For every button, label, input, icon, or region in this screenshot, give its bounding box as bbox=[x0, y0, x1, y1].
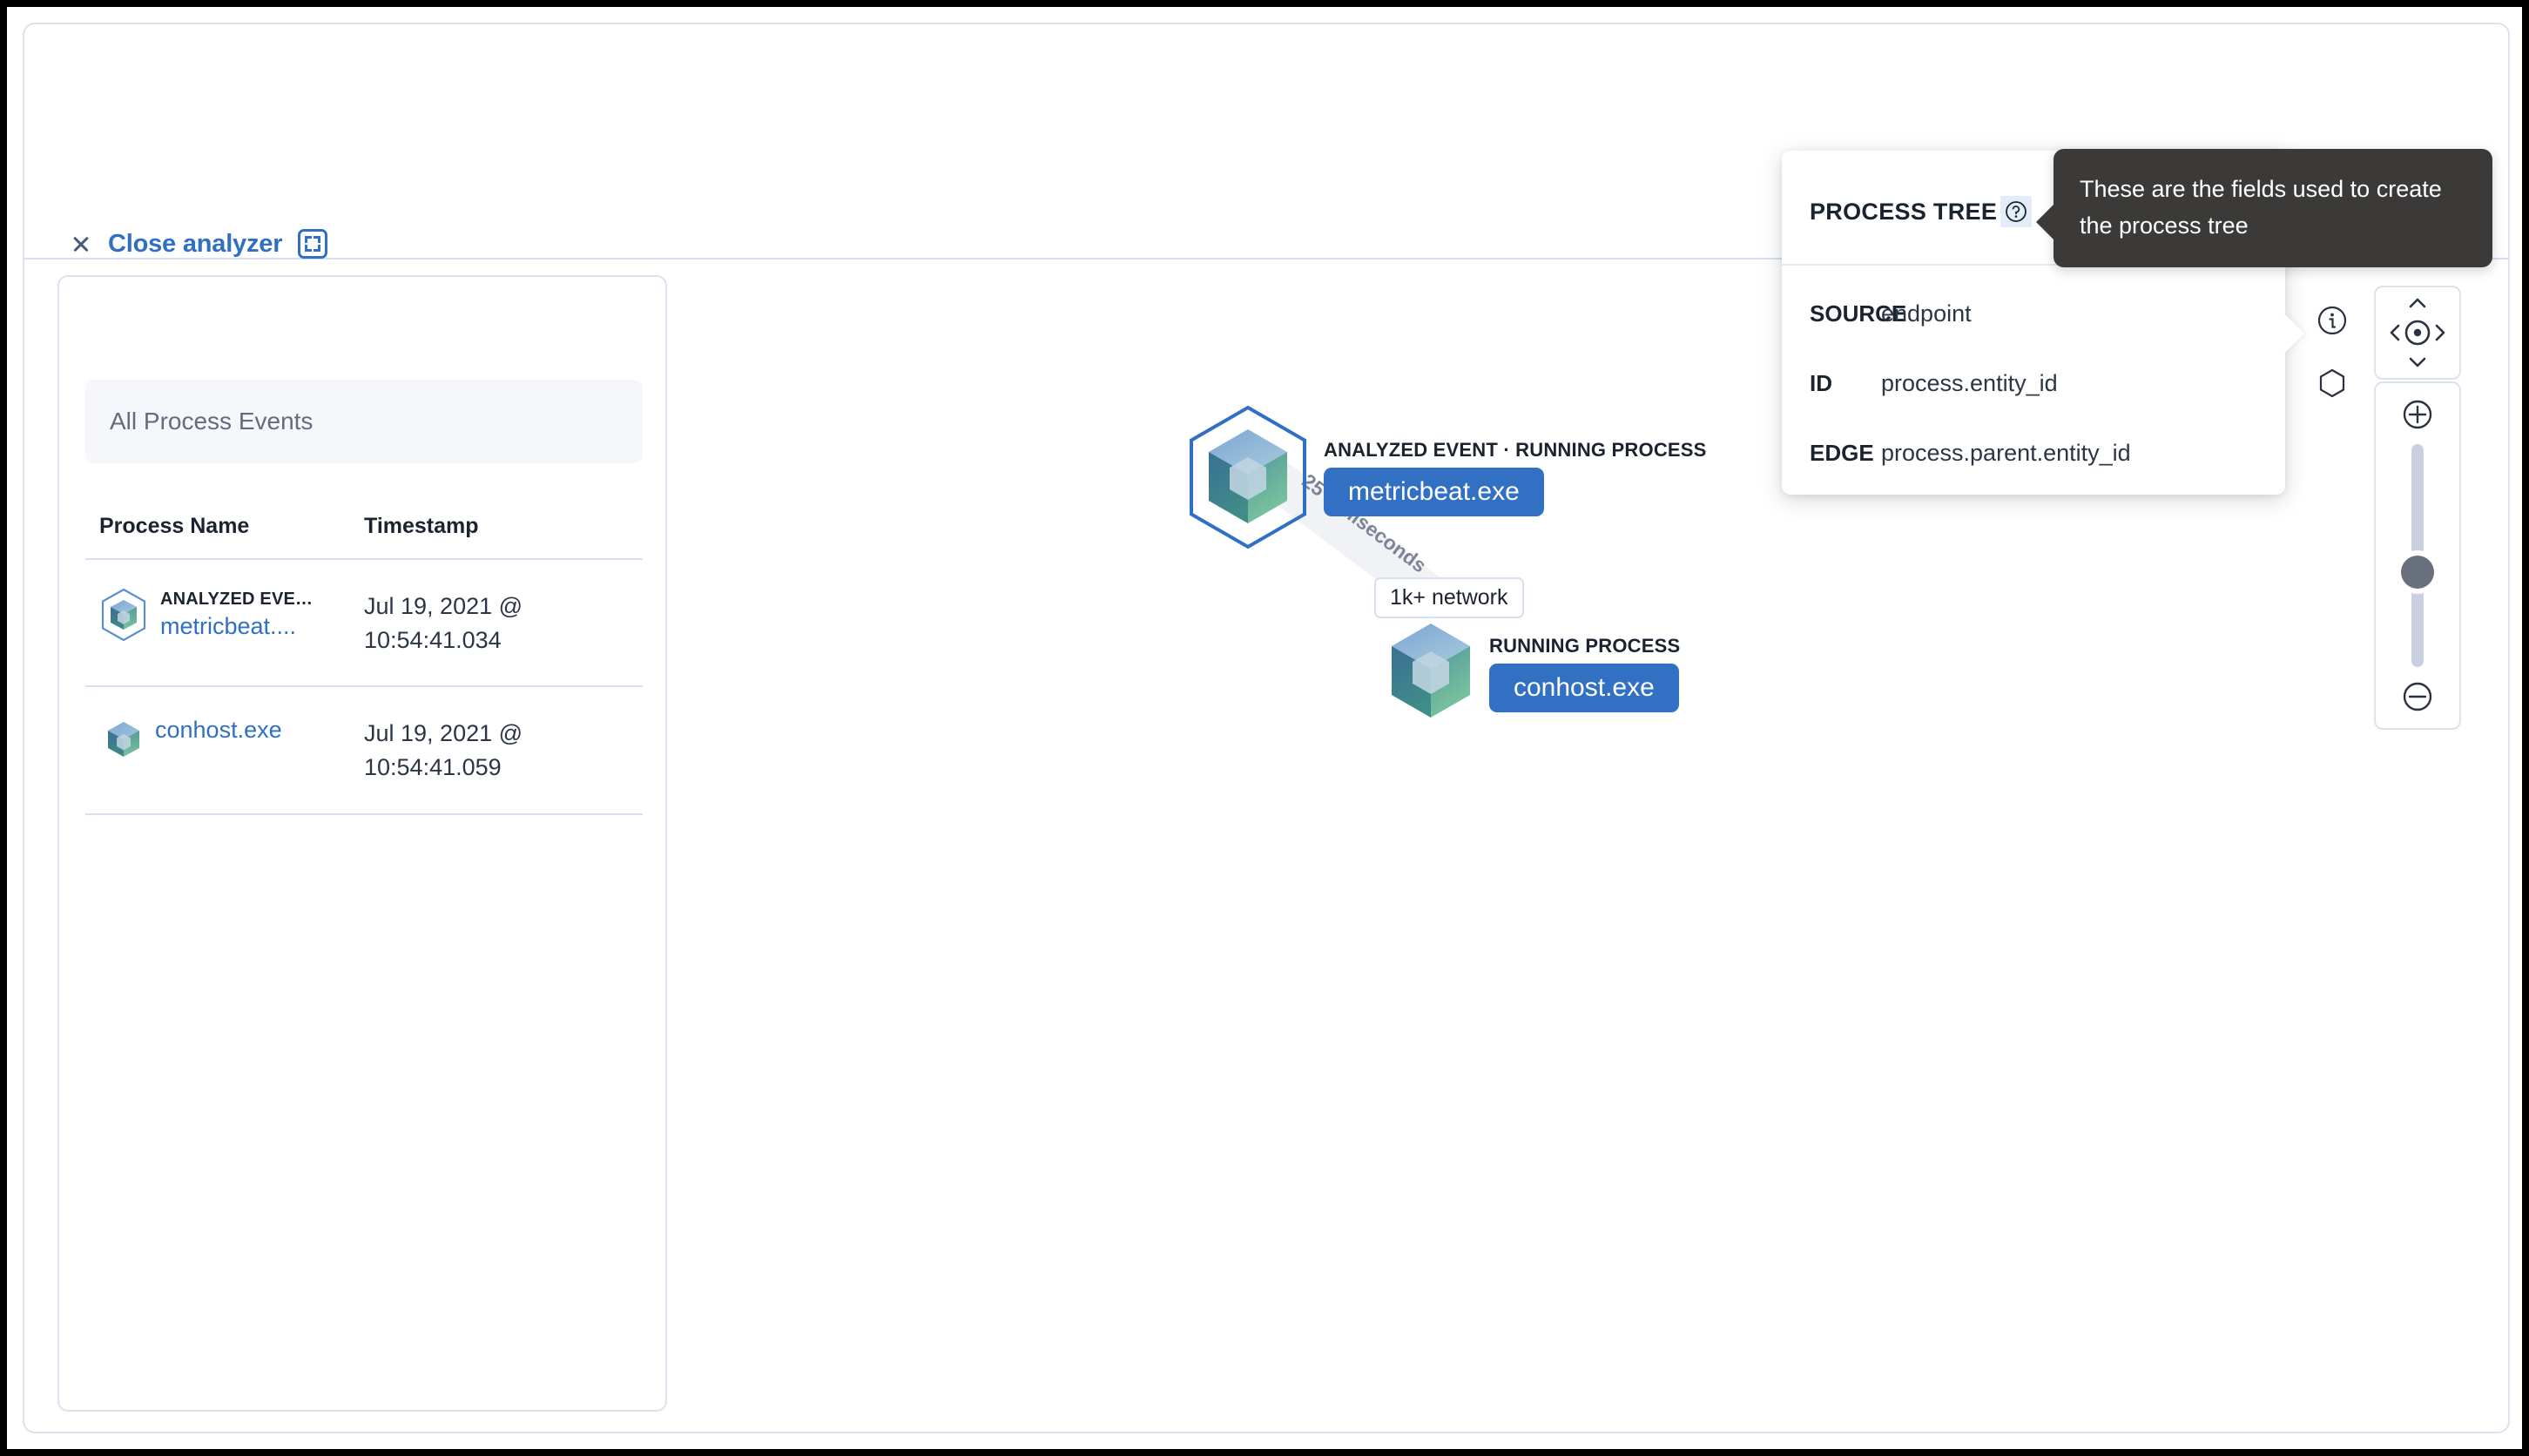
minus-circle-icon[interactable] bbox=[2397, 676, 2438, 718]
popover-field-key: SOURCE bbox=[1810, 300, 1907, 327]
node-kind-label: ANALYZED EVENT · RUNNING PROCESS bbox=[1324, 438, 1707, 461]
page-surface: Close analyzer All Process Events Proces… bbox=[7, 7, 2522, 1449]
close-x-icon[interactable] bbox=[70, 233, 92, 255]
popover-field-row: EDGE process.parent.entity_id bbox=[1810, 440, 2131, 467]
popover-field-row: ID process.entity_id bbox=[1810, 370, 2058, 397]
cell-process-name: conhost.exe bbox=[85, 715, 364, 760]
zoom-control[interactable] bbox=[2374, 381, 2461, 730]
zoom-slider-track[interactable] bbox=[2401, 444, 2434, 667]
process-name-block: conhost.exe bbox=[155, 715, 282, 744]
cell-timestamp: Jul 19, 2021 @ 10:54:41.034 bbox=[364, 593, 523, 654]
popover-field-value: process.entity_id bbox=[1881, 370, 2058, 396]
process-cube-icon bbox=[99, 715, 143, 760]
node-labels: ANALYZED EVENT · RUNNING PROCESS metricb… bbox=[1324, 439, 1707, 516]
process-events-table: Process Name Timestamp bbox=[85, 514, 643, 815]
close-analyzer-button[interactable]: Close analyzer bbox=[108, 229, 283, 258]
chevron-right-icon bbox=[2435, 324, 2445, 341]
filter-placeholder: All Process Events bbox=[110, 408, 314, 435]
popover-field-value: process.parent.entity_id bbox=[1881, 440, 2131, 466]
node-name-pill[interactable]: metricbeat.exe bbox=[1324, 467, 1544, 516]
process-tree-canvas[interactable]: 25 milliseconds bbox=[669, 268, 2506, 1416]
node-cube-icon bbox=[1383, 617, 1479, 730]
header-divider bbox=[24, 258, 2508, 260]
process-name-link[interactable]: conhost.exe bbox=[155, 717, 282, 744]
chevron-up-icon bbox=[2409, 298, 2426, 308]
node-kind-label: RUNNING PROCESS bbox=[1489, 634, 1681, 657]
process-events-filter[interactable]: All Process Events bbox=[85, 380, 643, 463]
question-mark-circle-icon[interactable] bbox=[2000, 196, 2033, 227]
graph-node-conhost[interactable]: RUNNING PROCESS conhost.exe bbox=[1383, 617, 1680, 730]
expand-fullscreen-icon[interactable] bbox=[298, 229, 328, 259]
cell-timestamp: Jul 19, 2021 @ 10:54:41.059 bbox=[364, 720, 523, 781]
column-header-timestamp: Timestamp bbox=[364, 514, 479, 538]
popover-field-key: EDGE bbox=[1810, 440, 1874, 466]
table-divider bbox=[85, 812, 643, 815]
info-circle-icon[interactable] bbox=[2315, 303, 2350, 338]
canvas-side-icons bbox=[2315, 303, 2350, 401]
popover-title: PROCESS TREE bbox=[1810, 198, 1998, 225]
column-header-process-name: Process Name bbox=[99, 514, 250, 538]
process-name-link[interactable]: metricbeat.... bbox=[160, 613, 297, 639]
table-divider bbox=[85, 685, 643, 688]
process-cube-hexagon-icon bbox=[99, 588, 148, 642]
pan-control[interactable] bbox=[2374, 286, 2461, 380]
analyzed-event-badge: ANALYZED EVE… bbox=[160, 590, 314, 609]
center-target-icon bbox=[2413, 328, 2422, 337]
graph-node-metricbeat[interactable]: ANALYZED EVENT · RUNNING PROCESS metricb… bbox=[1183, 403, 1707, 618]
cell-process-name: ANALYZED EVE… metricbeat.... bbox=[85, 588, 364, 642]
popover-field-value: endpoint bbox=[1881, 300, 1972, 327]
table-row[interactable]: ANALYZED EVE… metricbeat.... Jul 19, 202… bbox=[85, 560, 643, 685]
node-cube-hexagon-icon bbox=[1183, 403, 1313, 551]
chevron-left-icon bbox=[2390, 324, 2400, 341]
node-network-badge[interactable]: 1k+ network bbox=[1374, 577, 1524, 618]
tooltip-text: These are the fields used to create the … bbox=[2080, 176, 2442, 239]
close-analyzer-bar: Close analyzer bbox=[70, 229, 328, 259]
help-tooltip: These are the fields used to create the … bbox=[2036, 149, 2492, 267]
chevron-down-icon bbox=[2409, 357, 2426, 367]
process-events-sidebar: All Process Events Process Name Timestam… bbox=[57, 275, 667, 1412]
popover-divider bbox=[1782, 264, 2285, 266]
plus-circle-icon[interactable] bbox=[2397, 394, 2438, 435]
table-header-row: Process Name Timestamp bbox=[85, 514, 643, 558]
popover-title-row: PROCESS TREE bbox=[1810, 196, 2033, 227]
popover-field-row: SOURCE endpoint bbox=[1810, 300, 1972, 327]
table-row[interactable]: conhost.exe Jul 19, 2021 @ 10:54:41.059 bbox=[85, 687, 643, 812]
zoom-slider-thumb[interactable] bbox=[2401, 556, 2434, 589]
process-name-block: ANALYZED EVE… metricbeat.... bbox=[160, 588, 313, 640]
node-labels: RUNNING PROCESS conhost.exe bbox=[1489, 635, 1680, 712]
hexagon-icon[interactable] bbox=[2315, 366, 2350, 401]
table-divider bbox=[85, 558, 643, 560]
node-name-pill[interactable]: conhost.exe bbox=[1489, 663, 1679, 712]
popover-field-key: ID bbox=[1810, 370, 1832, 396]
